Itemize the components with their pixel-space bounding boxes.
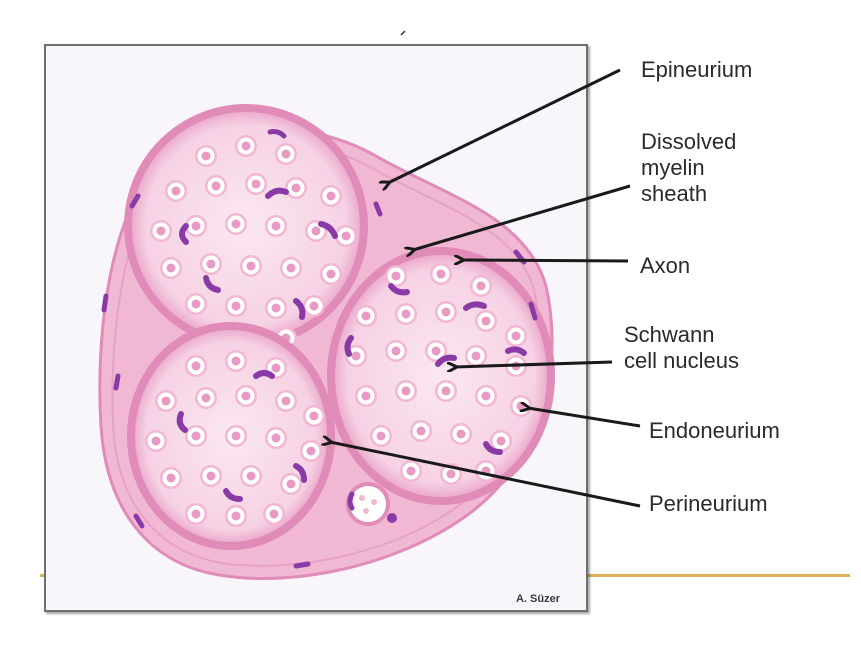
illustration-frame: A. Süzer	[44, 44, 588, 612]
label-epineurium: Epineurium	[641, 57, 753, 82]
arrow-perineurium	[330, 442, 641, 508]
arrow-dissolved-myelin-sheath	[413, 184, 631, 250]
small-fascicle	[346, 482, 397, 526]
illustration-credit: A. Süzer	[516, 593, 561, 605]
label-axon: Axon	[640, 253, 691, 278]
fascicle-right	[327, 247, 555, 505]
arrow-epineurium	[388, 68, 621, 183]
epineurium-nuclei	[101, 129, 538, 569]
gold-divider-left	[40, 574, 46, 577]
label-schwann-cell-nucleus: Schwann cell nucleus	[624, 322, 739, 373]
label-endoneurium: Endoneurium	[649, 418, 780, 443]
stray-mark	[400, 30, 406, 36]
label-dissolved-myelin-sheath: Dissolved myelin sheath	[641, 129, 737, 206]
gold-divider-right	[588, 574, 850, 577]
arrow-endoneurium	[528, 408, 641, 428]
arrow-axon	[462, 260, 629, 261]
arrow-schwann-cell-nucleus	[455, 360, 613, 367]
label-perineurium: Perineurium	[649, 491, 768, 516]
